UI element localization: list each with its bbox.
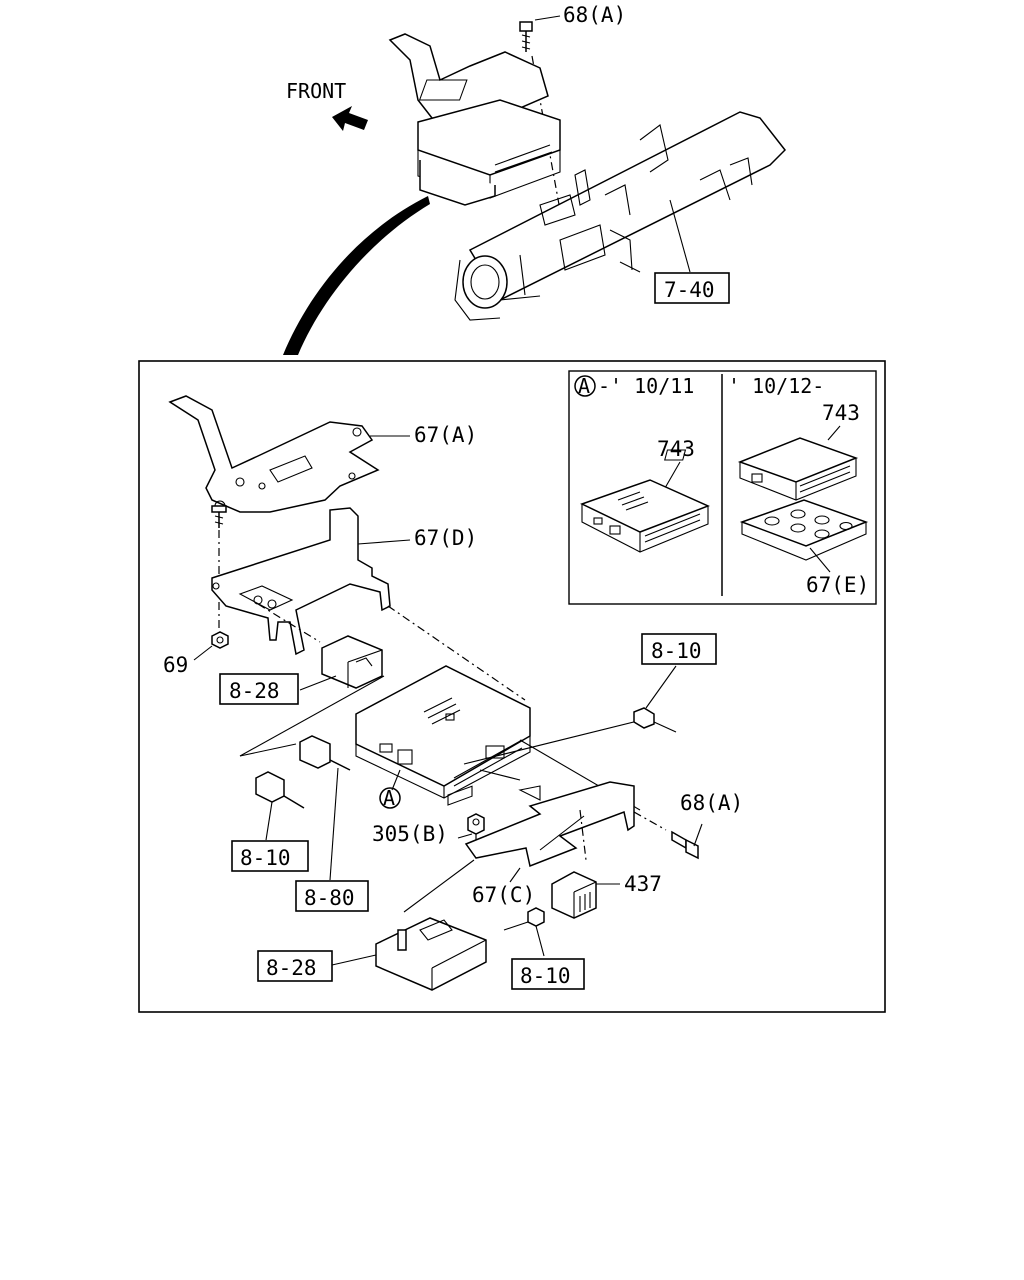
ref-8-10-left: 8-10 [240, 846, 291, 870]
inset-67e: 67(E) [806, 573, 869, 597]
ref-box-8-10-left [231, 840, 309, 872]
ref-box-8-10-bottom [511, 958, 585, 990]
detail-parts: 67(A) 67(D) 69 8-28 [163, 395, 743, 991]
ref-8-80: 8-80 [304, 886, 355, 910]
ref-box-7-40 [654, 272, 730, 304]
ref-7-40: 7-40 [664, 278, 715, 302]
variant-inset: A -' 10/11 ' 10/12- 743 743 67(E) [568, 370, 877, 605]
inset-left-header: -' 10/11 [598, 374, 694, 398]
ref-box-8-80 [295, 880, 369, 912]
zoom-arrow [283, 196, 430, 355]
ref-8-28-b: 8-28 [266, 956, 317, 980]
inset-left-743: 743 [657, 437, 695, 461]
ref-box-8-28-a [219, 673, 299, 705]
bolt-68a-top [519, 21, 533, 52]
label-circle-a: A [383, 786, 395, 810]
inset-circle-a-label: A [578, 374, 590, 398]
ref-box-8-28-b [257, 950, 333, 982]
label-67c: 67(C) [472, 883, 535, 907]
ref-8-10-bottom: 8-10 [520, 964, 571, 988]
ref-8-10-right: 8-10 [651, 639, 702, 663]
label-68a-right: 68(A) [680, 791, 743, 815]
label-305b: 305(B) [372, 822, 448, 846]
label-437: 437 [624, 872, 662, 896]
ref-box-8-10-right [641, 633, 717, 665]
circle-a-marker [379, 787, 401, 809]
label-69: 69 [163, 653, 188, 677]
front-arrow-icon [332, 106, 368, 131]
label-67a: 67(A) [414, 423, 477, 447]
bracket-67c [464, 781, 635, 868]
callout-68a-top: 68(A) [563, 3, 626, 27]
top-view: FRONT 68(A) [283, 3, 786, 355]
inset-circle-a [574, 375, 596, 397]
bracket-67a [168, 395, 380, 513]
ref-8-28-a: 8-28 [229, 679, 280, 703]
module-8-28-b [375, 917, 487, 991]
front-label: FRONT [286, 79, 346, 103]
inset-right-743: 743 [822, 401, 860, 425]
inset-right-header: ' 10/12- [728, 374, 824, 398]
label-67d: 67(D) [414, 526, 477, 550]
bracket-67d [211, 507, 391, 656]
detail-frame [138, 360, 886, 1013]
